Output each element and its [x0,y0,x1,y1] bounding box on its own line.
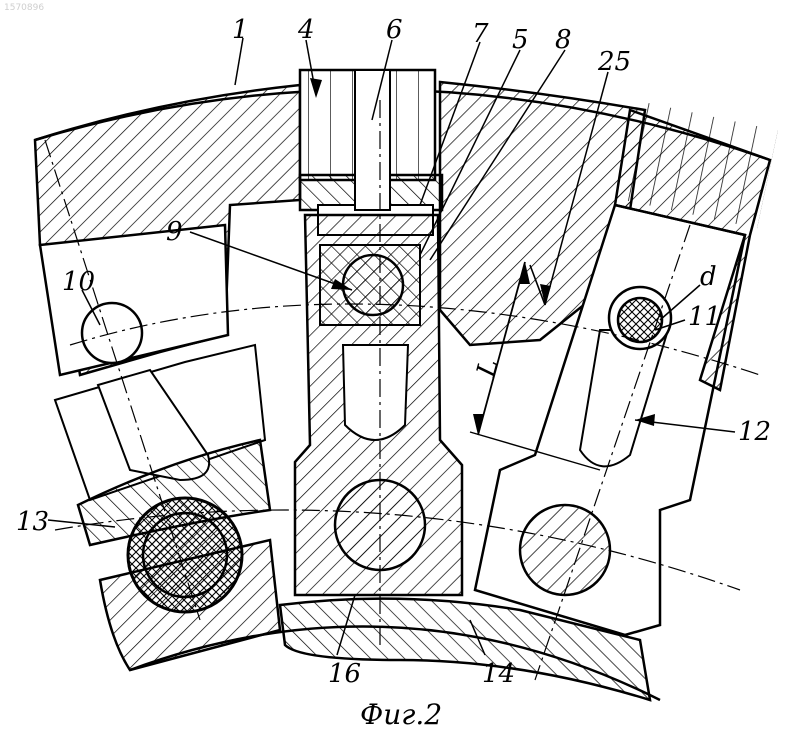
label-4: 4 [297,15,315,45]
doc-number: 1570896 [4,3,44,13]
label-8: 8 [555,25,572,55]
label-12: 12 [738,417,771,447]
roller-16 [335,480,425,570]
label-1: 1 [232,15,249,45]
dim-L-arrow-bottom [473,414,484,435]
roller-14 [520,505,610,595]
label-5: 5 [512,25,529,55]
label-14: 14 [482,659,515,689]
label-7: 7 [472,19,489,49]
label-25: 25 [597,47,631,77]
leader-1 [235,38,243,85]
figure-caption: Фиг.2 [360,698,442,731]
label-11: 11 [688,302,721,332]
rod-6 [355,70,390,210]
label-13: 13 [16,507,49,537]
roller-13 [143,513,227,597]
pin-11 [618,298,662,342]
label-6: 6 [386,15,403,45]
label-10: 10 [62,267,95,297]
label-d: d [700,262,717,292]
label-16: 16 [328,659,361,689]
plunger-slot [343,345,408,440]
label-L: L [471,356,505,381]
label-9: 9 [166,217,183,247]
ball-9 [343,255,403,315]
